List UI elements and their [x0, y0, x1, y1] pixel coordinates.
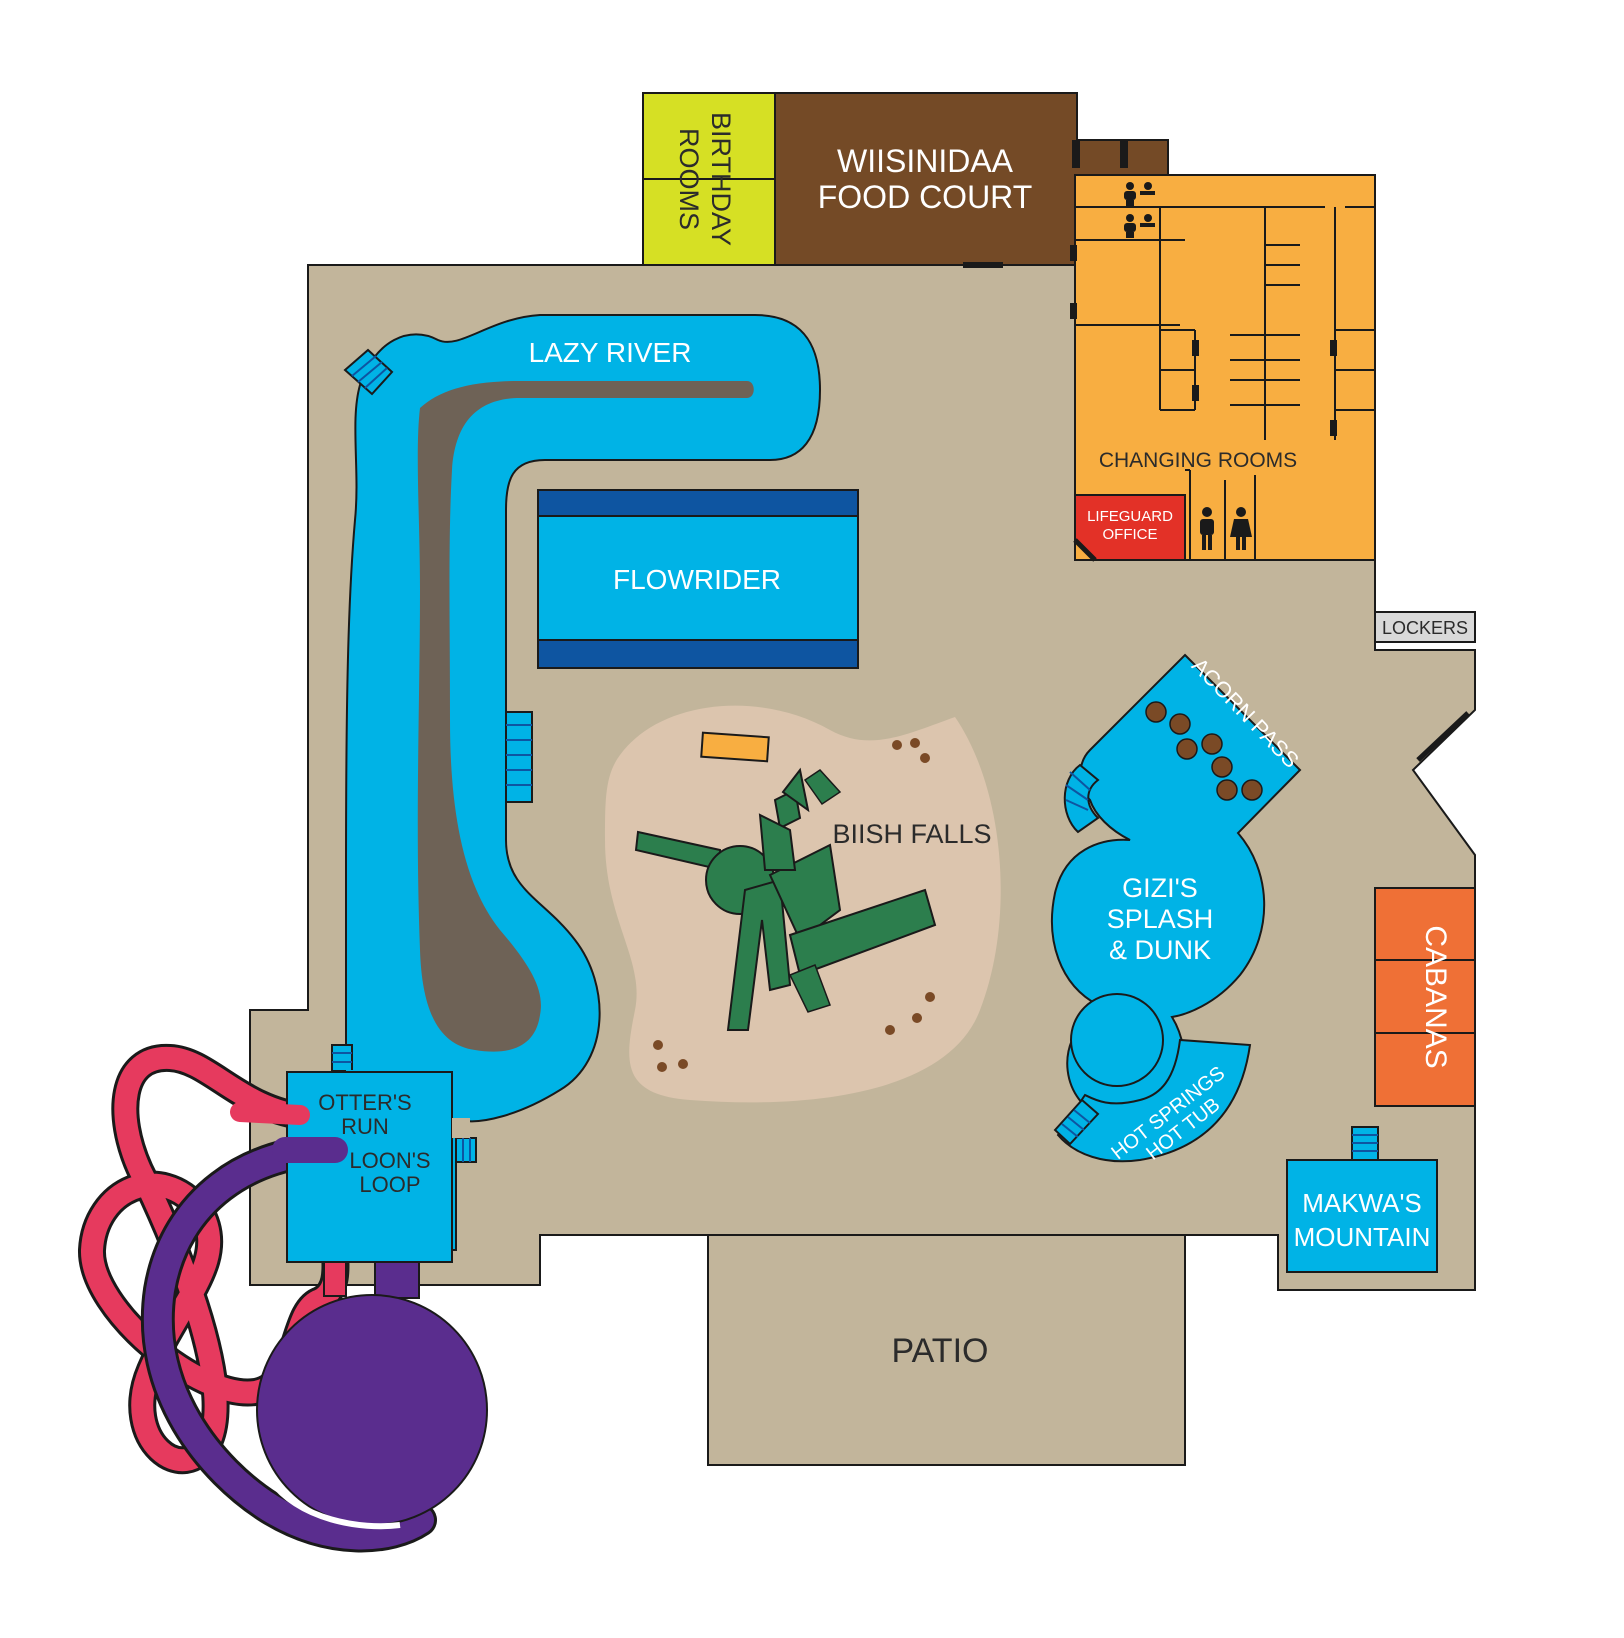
men-icon: [1200, 507, 1214, 550]
loons-loop-slide[interactable]: [140, 1133, 488, 1553]
makwa-label-1: MAKWA'S: [1302, 1188, 1422, 1218]
flowrider-label: FLOWRIDER: [613, 564, 781, 595]
food-court[interactable]: WIISINIDAA FOOD COURT: [774, 92, 1169, 268]
slide-tower-floor: [286, 1071, 453, 1263]
loons-loop-label-1: LOON'S: [349, 1148, 430, 1173]
gizis-label-1: GIZI'S: [1122, 873, 1198, 903]
birthday-rooms[interactable]: BIRTHDAY ROOMS: [642, 92, 776, 266]
men-icon: [1124, 214, 1155, 238]
slide-tower-notch: [452, 1118, 470, 1138]
women-icon: [1230, 507, 1252, 550]
patio[interactable]: PATIO: [707, 1234, 1186, 1466]
gizis-label-2: SPLASH: [1107, 904, 1214, 934]
food-court-label-2: FOOD COURT: [818, 179, 1033, 215]
otters-run-label-2: RUN: [341, 1114, 389, 1139]
biish-falls[interactable]: BIISH FALLS: [605, 705, 1001, 1103]
slide-tower[interactable]: OTTER'S RUN LOON'S LOOP: [230, 1070, 470, 1263]
food-court-label-1: WIISINIDAA: [837, 143, 1014, 179]
makwa-stairs: [1351, 1126, 1379, 1164]
changing-room-walls: [1075, 206, 1375, 560]
entrance-door: [1416, 711, 1470, 762]
biish-falls-bench: [700, 731, 770, 763]
otters-run-label-1: OTTER'S: [318, 1090, 411, 1115]
changing-rooms-label: CHANGING ROOMS: [1099, 449, 1297, 472]
flowrider-pool: [537, 489, 859, 669]
birthday-rooms-label-1: BIRTHDAY: [706, 112, 736, 246]
lazy-river-island: [417, 381, 754, 1052]
hot-tub-steps: [1061, 1109, 1091, 1138]
lifeguard-label-1: LIFEGUARD: [1087, 508, 1173, 525]
biish-falls-stairs: [788, 769, 842, 1013]
loons-loop-bowl: [256, 1294, 488, 1526]
lifeguard-office[interactable]: LIFEGUARD OFFICE: [1073, 494, 1186, 562]
lifeguard-label-2: OFFICE: [1103, 526, 1158, 543]
lazy-river[interactable]: LAZY RIVER: [331, 314, 822, 1251]
biish-falls-label: BIISH FALLS: [832, 819, 991, 849]
men-icon: [1124, 182, 1155, 206]
cabanas[interactable]: CABANAS: [1374, 887, 1476, 1107]
patio-area: [707, 1234, 1186, 1466]
makwas-mountain[interactable]: MAKWA'S MOUNTAIN: [1286, 1126, 1438, 1273]
acorn-pass-lilypads: [1145, 701, 1263, 801]
gizis-splash-and-dunk[interactable]: GIZI'S SPLASH & DUNK: [1051, 653, 1302, 1122]
patio-label: PATIO: [892, 1332, 989, 1370]
cabanas-label: CABANAS: [1419, 925, 1452, 1068]
lazy-river-label: LAZY RIVER: [529, 337, 692, 368]
cabanas-area: [1374, 887, 1476, 1107]
changing-room-doors: [1070, 140, 1337, 436]
hot-tub-pool: [1056, 1038, 1252, 1163]
lockers-area: [1374, 611, 1476, 643]
flowrider-bottom-edge: [537, 639, 859, 669]
lockers[interactable]: LOCKERS: [1374, 611, 1476, 643]
loons-loop-label-2: LOOP: [359, 1172, 420, 1197]
lifeguard-door: [1073, 538, 1097, 562]
food-court-door: [963, 262, 1003, 268]
makwa-label-2: MOUNTAIN: [1294, 1222, 1431, 1252]
gizis-label-3: & DUNK: [1109, 935, 1211, 965]
loons-loop-bowl-exit: [267, 1478, 401, 1530]
lifeguard-office-area: [1074, 494, 1186, 561]
makwa-pool: [1286, 1159, 1438, 1273]
hot-tub-stairs: [1053, 1098, 1100, 1146]
lockers-label: LOCKERS: [1382, 618, 1468, 638]
gizis-splash-circle: [1070, 993, 1164, 1087]
loons-loop-tube-fill: [143, 1136, 434, 1550]
biish-falls-rocks: [653, 738, 935, 1072]
flowrider-top-edge: [537, 489, 859, 517]
otters-run-entry: [230, 1102, 310, 1125]
biish-falls-play-structure: [634, 767, 937, 1031]
makwa-steps: [1352, 1134, 1378, 1152]
birthday-rooms-label-2: ROOMS: [674, 128, 704, 230]
lazy-river-stairs: [331, 348, 533, 1163]
flowrider[interactable]: FLOWRIDER: [537, 489, 859, 669]
gizis-stairs: [1063, 763, 1100, 834]
